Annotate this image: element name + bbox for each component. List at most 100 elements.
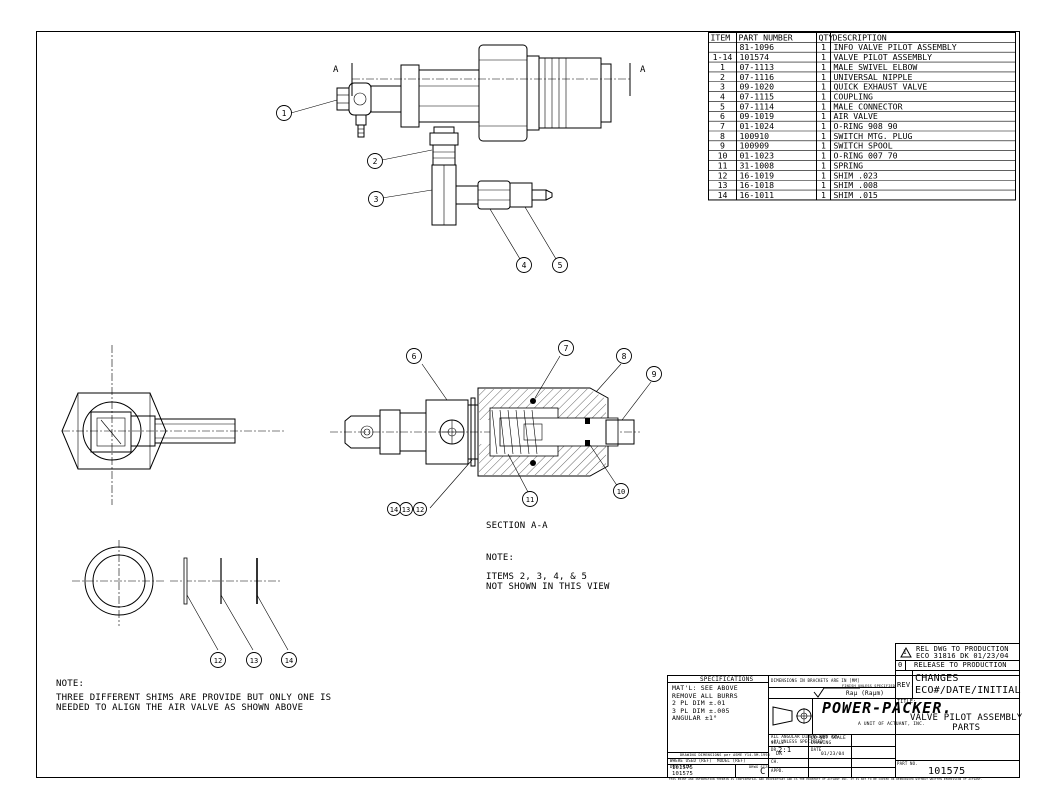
ch-label: CH. xyxy=(771,759,779,764)
date-value: 01/23/04 xyxy=(821,752,845,757)
bom-cell-qty: 1 xyxy=(821,141,826,151)
bom-cell-description: SHIM .015 xyxy=(834,190,878,200)
bom-cell-item: 1-14 xyxy=(713,52,733,62)
balloon-label: 14 xyxy=(285,657,293,665)
rev-zero: 0 xyxy=(898,661,903,669)
bom-cell-item: 12 xyxy=(718,170,728,180)
bom-header-part-number: PART NUMBER xyxy=(739,32,793,42)
bom-cell-part-number: 01-1023 xyxy=(740,151,775,161)
bom-cell-qty: 1 xyxy=(821,82,826,92)
bom-cell-part-number: 16-1018 xyxy=(740,180,775,190)
title-block-grid xyxy=(667,643,1020,778)
bom-cell-part-number: 07-1116 xyxy=(740,72,775,82)
rev-line-1: REL DWG TO PRODUCTION xyxy=(916,645,1009,653)
bom-cell-description: AIR VALVE xyxy=(834,111,878,121)
bom-cell-description: VALVE PILOT ASSEMBLY xyxy=(834,52,933,62)
bom-cell-item: 7 xyxy=(720,121,725,131)
balloon-item-3: 3 xyxy=(368,191,384,207)
balloon-label: 7 xyxy=(564,344,569,353)
bom-cell-qty: 1 xyxy=(821,131,826,141)
balloon-label: 3 xyxy=(374,195,379,204)
bom-cell-qty: 1 xyxy=(821,190,826,200)
scale-label: SCALE xyxy=(771,740,785,745)
section-marker-right: A xyxy=(640,65,646,75)
bom-cell-qty: 1 xyxy=(821,101,826,111)
bom-cell-part-number: 09-1019 xyxy=(740,111,775,121)
balloon-item-9: 9 xyxy=(646,366,662,382)
sheet-border xyxy=(36,31,1020,778)
balloon-label: 14 xyxy=(390,506,398,514)
spec-header: SPECIFICATIONS xyxy=(700,676,754,683)
where-used-label: WHERE USED (REF) xyxy=(670,758,712,763)
bom-cell-item: 9 xyxy=(720,141,725,151)
part-no-label: PART NO. xyxy=(897,761,918,766)
dos-file-value: 101575 xyxy=(672,771,694,777)
bom-cell-qty: 1 xyxy=(821,160,826,170)
do-not-scale: DO NOT SCALE DRAWING xyxy=(811,736,846,746)
balloon-label: 11 xyxy=(526,496,534,504)
balloon-item-8: 8 xyxy=(616,348,632,364)
rev-symbol: 1 xyxy=(903,649,907,656)
bom-cell-item: 14 xyxy=(718,190,728,200)
bom-cell-part-number: 07-1114 xyxy=(740,101,775,111)
logo-subtitle: A UNIT OF ACTUANT, INC. xyxy=(858,722,925,727)
balloon-label: 8 xyxy=(622,352,627,361)
bom-header-item: ITEM xyxy=(711,32,731,42)
bom-cell-part-number: 01-1024 xyxy=(740,121,775,131)
bom-cell-part-number: 100909 xyxy=(740,141,770,151)
angular-note: ALL ANGULAR DIMENSIONS ARE ±0° UNLESS SP… xyxy=(771,734,839,744)
bom-cell-item: 5 xyxy=(720,101,725,111)
finish-note: FINISH UNLESS SPECIFIED xyxy=(842,684,896,688)
bom-cell-part-number: 81-1096 xyxy=(740,42,775,52)
top-assembly-view: A A xyxy=(333,44,646,226)
part-no-value: 101575 xyxy=(928,766,966,777)
balloon-item-4: 4 xyxy=(516,257,532,273)
scale-value: 2:1 xyxy=(778,746,792,754)
drawing-size-label: DRWG SIZE xyxy=(749,765,770,769)
changes-label: CHANGES xyxy=(915,673,959,684)
main-note-text: THREE DIFFERENT SHIMS ARE PROVIDE BUT ON… xyxy=(56,693,332,713)
balloon-label: 2 xyxy=(373,157,378,166)
balloon-item-12: 12 xyxy=(413,502,427,516)
balloon-label: 10 xyxy=(617,488,625,496)
balloon-item-13: 13 xyxy=(399,502,413,516)
bom-cell-description: SHIM .008 xyxy=(834,180,878,190)
bom-cell-item: 13 xyxy=(718,180,728,190)
rev-zero-text: RELEASE TO PRODUCTION xyxy=(914,661,1007,669)
bom-row: 14 16-1011 1 SHIM .015 xyxy=(718,190,878,200)
bom-cell-description: QUICK EXHAUST VALVE xyxy=(834,82,928,92)
drawing-standard: DRAWING DIMENSIONS per ASME Y14.5M-1994 xyxy=(680,753,770,757)
bom-cell-description: O-RING 908 90 xyxy=(834,121,898,131)
bom-cell-part-number: 16-1011 xyxy=(740,190,775,200)
bom-cell-description: UNIVERSAL NIPPLE xyxy=(834,72,913,82)
model-label: MODEL (REF) xyxy=(717,758,746,763)
balloon-label: 1 xyxy=(282,109,287,118)
balloon-label: 9 xyxy=(652,370,657,379)
balloon-label: 13 xyxy=(402,506,410,514)
bom-cell-description: SHIM .023 xyxy=(834,170,878,180)
side-view xyxy=(61,345,286,505)
drawing-size-value: C xyxy=(760,767,766,777)
rev-label: REV. xyxy=(897,681,915,689)
bom-cell-part-number: 07-1113 xyxy=(740,62,775,72)
bom-cell-item: 8 xyxy=(720,131,725,141)
bom-cell-item: 6 xyxy=(720,111,725,121)
balloon-label: 6 xyxy=(412,352,417,361)
dos-file-label: DOS FILE xyxy=(670,764,691,769)
main-note-heading: NOTE: xyxy=(56,679,85,689)
bom-header-description: DESCRIPTION xyxy=(833,32,887,42)
